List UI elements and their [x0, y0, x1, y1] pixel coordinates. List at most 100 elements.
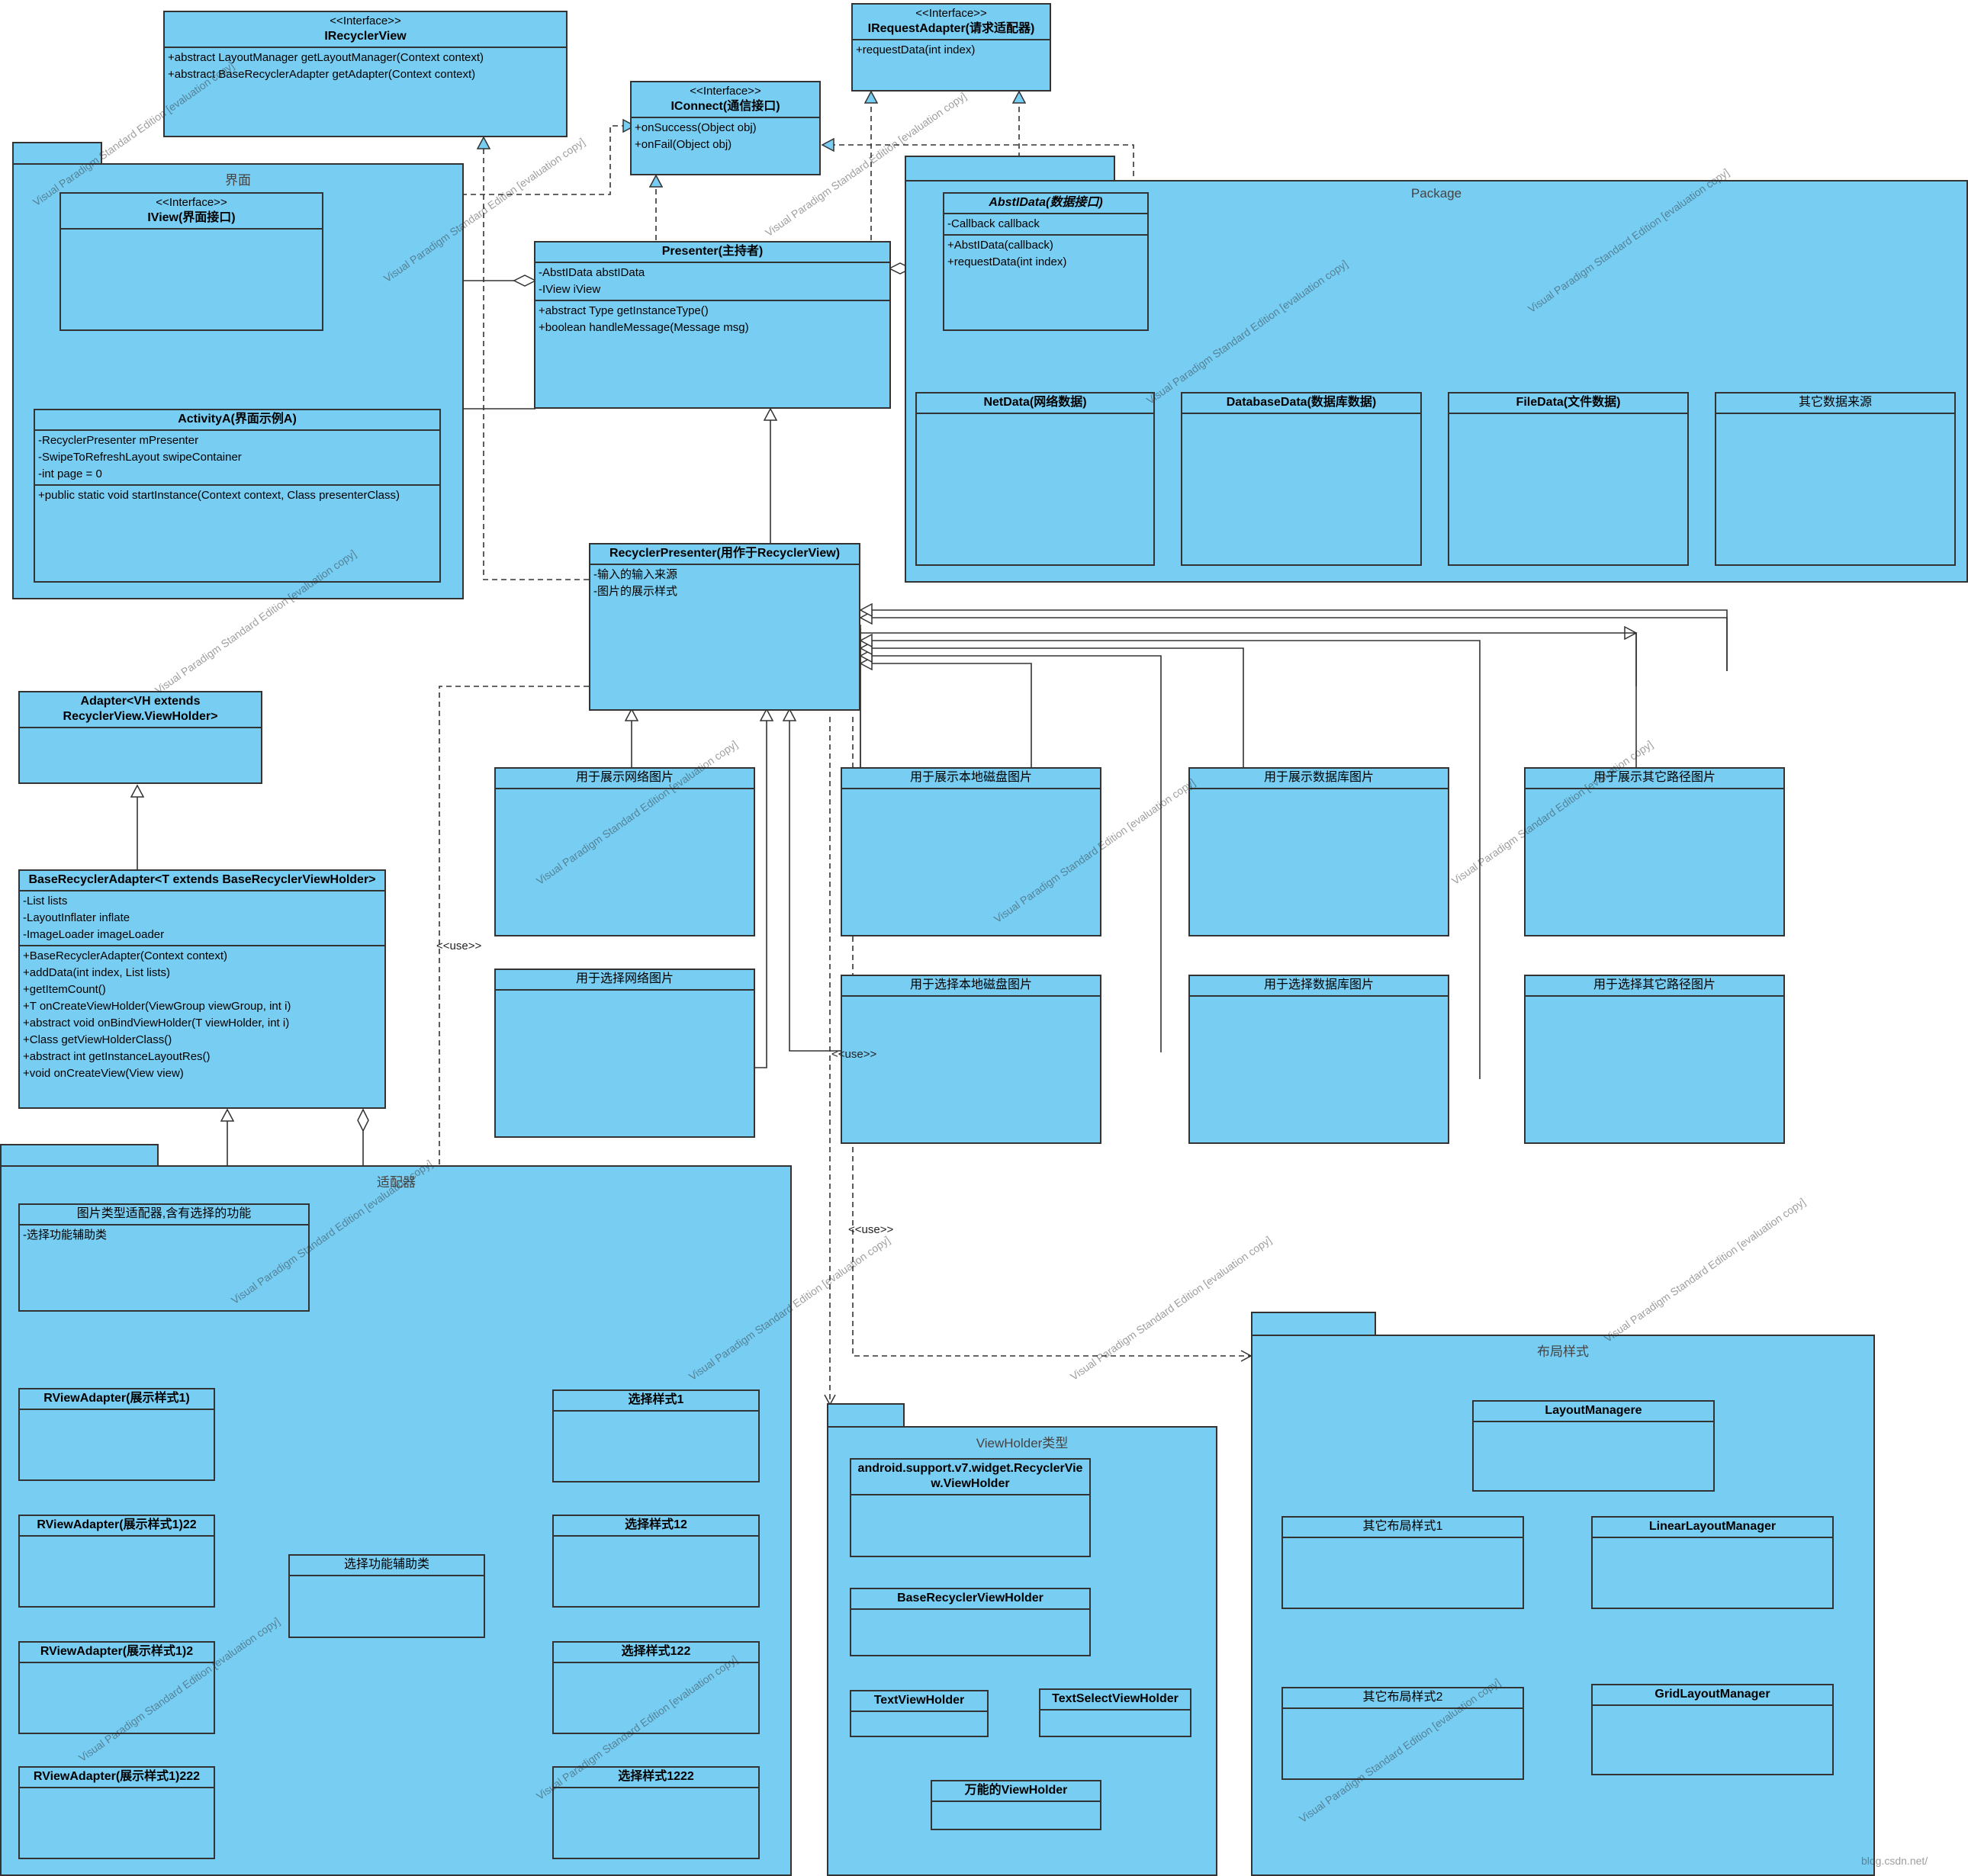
operation: +requestData(int index)	[856, 43, 976, 56]
class-name: 选择样式122	[621, 1645, 691, 1658]
class-select-disk[interactable]: 用于选择本地磁盘图片	[841, 975, 1101, 1144]
gen-select-net	[754, 709, 767, 1068]
operation: +boolean handleMessage(Message msg)	[539, 321, 749, 334]
gen-to-recycler-3	[860, 648, 1244, 767]
gen-to-recycler-2	[860, 656, 1162, 1052]
class-select-style1[interactable]: 选择样式1	[552, 1389, 760, 1482]
attributes: -AbstIData abstIData -IView iView	[535, 263, 889, 301]
class-gridlayoutmanager[interactable]: GridLayoutManager	[1591, 1684, 1834, 1775]
class-show-db[interactable]: 用于展示数据库图片	[1188, 767, 1449, 936]
class-name: 选择样式1222	[618, 1770, 694, 1783]
class-name: 图片类型适配器,含有选择的功能	[76, 1207, 252, 1220]
class-image-adapter[interactable]: 图片类型适配器,含有选择的功能 -选择功能辅助类	[18, 1203, 310, 1312]
class-name: 用于展示网络图片	[575, 771, 674, 784]
class-name: Adapter<VH extends RecyclerView.ViewHold…	[63, 695, 218, 723]
class-rview12[interactable]: RViewAdapter(展示样式1)2	[18, 1641, 215, 1734]
package-adapter-tab	[0, 1144, 159, 1167]
class-name: Presenter(主持者)	[661, 245, 764, 258]
class-name: RViewAdapter(展示样式1)2	[40, 1645, 194, 1658]
class-rview1[interactable]: RViewAdapter(展示样式1)	[18, 1388, 215, 1481]
operations: +AbstIData(callback) +requestData(int in…	[944, 236, 1147, 272]
class-show-other[interactable]: 用于展示其它路径图片	[1524, 767, 1785, 936]
class-name: 其它布局样式1	[1362, 1520, 1443, 1533]
class-abstidata[interactable]: AbstIData(数据接口) -Callback callback +Abst…	[943, 192, 1149, 331]
use-label: <<use>>	[848, 1223, 894, 1236]
class-name: LinearLayoutManager	[1648, 1520, 1777, 1533]
class-other-layout1[interactable]: 其它布局样式1	[1281, 1516, 1524, 1609]
class-name: IView(界面接口)	[147, 211, 236, 224]
class-iconnect[interactable]: <<Interface>> IConnect(通信接口) +onSuccess(…	[630, 81, 821, 175]
class-linearlayoutmanager[interactable]: LinearLayoutManager	[1591, 1516, 1834, 1609]
class-name: RViewAdapter(展示样式1)	[43, 1392, 190, 1405]
class-presenter[interactable]: Presenter(主持者) -AbstIData abstIData -IVi…	[534, 241, 891, 409]
package-viewholder-tab	[827, 1403, 905, 1428]
class-selection-helper[interactable]: 选择功能辅助类	[288, 1554, 485, 1638]
class-irecyclerview[interactable]: <<Interface>> IRecyclerView +abstract La…	[163, 11, 568, 137]
class-name: 选择功能辅助类	[343, 1558, 429, 1571]
package-layout-name: 布局样式	[1537, 1344, 1589, 1359]
attribute: -Callback callback	[947, 217, 1040, 230]
use-label: <<use>>	[831, 1048, 877, 1061]
class-name: RViewAdapter(展示样式1)22	[37, 1518, 197, 1531]
package-data-name: Package	[1410, 186, 1462, 201]
class-select-net[interactable]: 用于选择网络图片	[494, 969, 755, 1138]
class-filedata[interactable]: FileData(文件数据)	[1448, 392, 1689, 566]
class-adapter-vh[interactable]: Adapter<VH extends RecyclerView.ViewHold…	[18, 691, 262, 784]
class-iview[interactable]: <<Interface>> IView(界面接口)	[59, 192, 323, 331]
operation: +abstract int getInstanceLayoutRes()	[23, 1050, 211, 1063]
class-name: 其它数据来源	[1798, 396, 1872, 409]
class-name: TextSelectViewHolder	[1052, 1692, 1179, 1705]
class-databasedata[interactable]: DatabaseData(数据库数据)	[1181, 392, 1422, 566]
class-other-layout2[interactable]: 其它布局样式2	[1281, 1687, 1524, 1780]
attribute: -LayoutInflater inflate	[23, 911, 130, 924]
gen-to-recycler-6	[860, 632, 1637, 686]
attribute: -List lists	[23, 895, 68, 907]
class-baserecycleradapter[interactable]: BaseRecyclerAdapter<T extends BaseRecycl…	[18, 869, 386, 1109]
class-universal-viewholder[interactable]: 万能的ViewHolder	[931, 1780, 1101, 1830]
class-otherdata[interactable]: 其它数据来源	[1715, 392, 1956, 566]
class-select-other[interactable]: 用于选择其它路径图片	[1524, 975, 1785, 1144]
stereotype: <<Interface>>	[330, 14, 401, 27]
class-select-style122[interactable]: 选择样式122	[552, 1641, 760, 1734]
use-label: <<use>>	[436, 940, 482, 952]
gen-to-recycler-1	[860, 663, 1032, 767]
class-rview122[interactable]: RViewAdapter(展示样式1)22	[18, 1515, 215, 1608]
class-layoutmanagere[interactable]: LayoutManagere	[1472, 1400, 1715, 1492]
class-recyclerpresenter[interactable]: RecyclerPresenter(用作于RecyclerView) -输入的输…	[589, 543, 860, 711]
package-layout-tab	[1251, 1312, 1376, 1336]
attribute: -SwipeToRefreshLayout swipeContainer	[38, 451, 242, 464]
package-viewholder-name: ViewHolder类型	[976, 1436, 1069, 1450]
class-textviewholder[interactable]: TextViewHolder	[850, 1690, 989, 1737]
operation: +BaseRecyclerAdapter(Context context)	[23, 949, 228, 962]
package-ui-tab	[12, 142, 102, 165]
class-irequestadapter[interactable]: <<Interface>> IRequestAdapter(请求适配器) +re…	[851, 3, 1051, 92]
class-netdata[interactable]: NetData(网络数据)	[915, 392, 1155, 566]
class-name: 万能的ViewHolder	[964, 1784, 1068, 1797]
class-name: 用于展示其它路径图片	[1593, 771, 1716, 784]
class-select-style12[interactable]: 选择样式12	[552, 1515, 760, 1608]
operations: +abstract Type getInstanceType() +boolea…	[535, 301, 889, 338]
operations: +public static void startInstance(Contex…	[35, 486, 439, 506]
class-name: 选择样式1	[628, 1393, 684, 1406]
package-adapter-name: 适配器	[377, 1175, 416, 1190]
class-show-disk[interactable]: 用于展示本地磁盘图片	[841, 767, 1101, 936]
class-rview1222[interactable]: RViewAdapter(展示样式1)222	[18, 1766, 215, 1859]
class-activitya[interactable]: ActivityA(界面示例A) -RecyclerPresenter mPre…	[34, 409, 441, 583]
class-android-viewholder[interactable]: android.support.v7.widget.RecyclerView.V…	[850, 1458, 1091, 1557]
attribute: -RecyclerPresenter mPresenter	[38, 434, 199, 447]
class-show-net[interactable]: 用于展示网络图片	[494, 767, 755, 936]
operation: +AbstIData(callback)	[947, 239, 1053, 252]
class-base-recycler-viewholder[interactable]: BaseRecyclerViewHolder	[850, 1588, 1091, 1656]
class-select-style1222[interactable]: 选择样式1222	[552, 1766, 760, 1859]
class-name: FileData(文件数据)	[1516, 396, 1621, 409]
attributes: -RecyclerPresenter mPresenter -SwipeToRe…	[35, 431, 439, 486]
class-name: IRequestAdapter(请求适配器)	[867, 22, 1035, 35]
class-select-db[interactable]: 用于选择数据库图片	[1188, 975, 1449, 1144]
stereotype: <<Interface>>	[690, 85, 761, 98]
class-name: RecyclerPresenter(用作于RecyclerView)	[609, 547, 841, 560]
operation: +abstract Type getInstanceType()	[539, 304, 709, 317]
class-name: DatabaseData(数据库数据)	[1226, 396, 1377, 409]
class-textselectviewholder[interactable]: TextSelectViewHolder	[1039, 1688, 1191, 1737]
attributes: -Callback callback	[944, 214, 1147, 236]
